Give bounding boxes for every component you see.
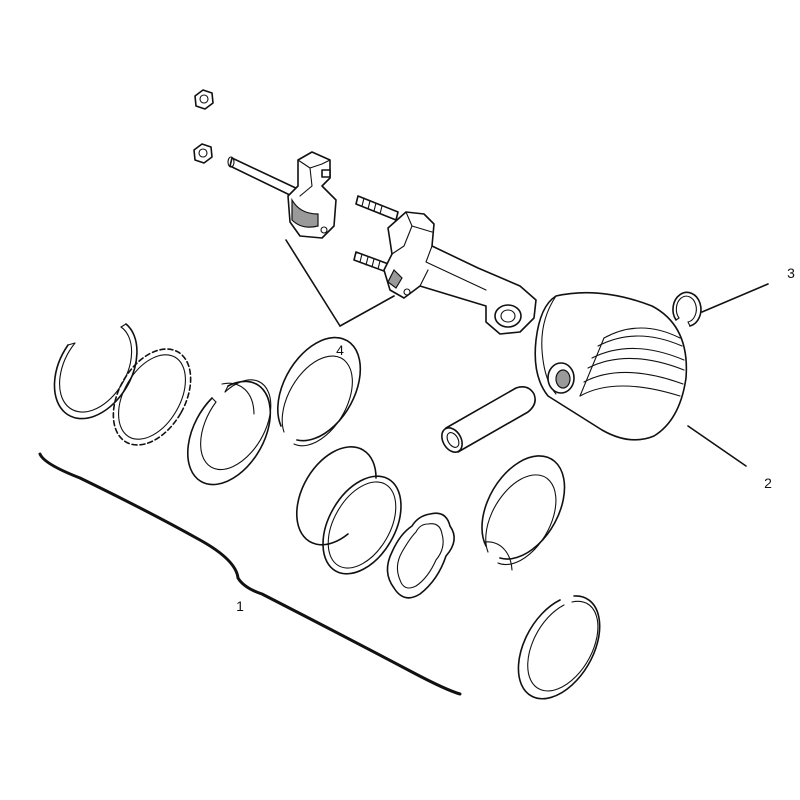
piston xyxy=(534,291,688,441)
callout-4-leader-rod xyxy=(339,295,395,327)
right-top-compression-ring xyxy=(296,446,402,575)
left-oil-rail-ring xyxy=(187,379,272,486)
callout-3-leader xyxy=(701,283,769,313)
right-oil-rail-ring xyxy=(481,455,566,571)
right-oil-expander-ring xyxy=(386,512,455,599)
piston-pin xyxy=(441,386,536,453)
left-second-compression-ring xyxy=(277,336,362,447)
rod-cap xyxy=(287,151,337,239)
left-top-compression-ring xyxy=(53,323,138,420)
rod-nut-bottom xyxy=(193,143,213,164)
piston-rings-set xyxy=(53,323,601,700)
callout-2-leader xyxy=(687,425,747,467)
left-oil-expander-ring xyxy=(112,348,192,446)
callout-4-leader-cap xyxy=(285,239,341,327)
rod-nut-top xyxy=(194,89,214,110)
connecting-rod xyxy=(383,211,537,335)
rod-bolt-upper xyxy=(355,195,399,221)
retaining-ring xyxy=(672,291,702,327)
connecting-rod-assembly xyxy=(193,89,537,335)
callout-4-label: 4 xyxy=(336,342,344,358)
right-second-compression-ring xyxy=(517,595,601,700)
rod-dipper-pin xyxy=(227,156,301,199)
callout-1-brace xyxy=(38,452,462,696)
callout-1-label: 1 xyxy=(236,598,244,614)
callout-2-label: 2 xyxy=(764,475,772,491)
callout-3-label: 3 xyxy=(787,265,795,281)
